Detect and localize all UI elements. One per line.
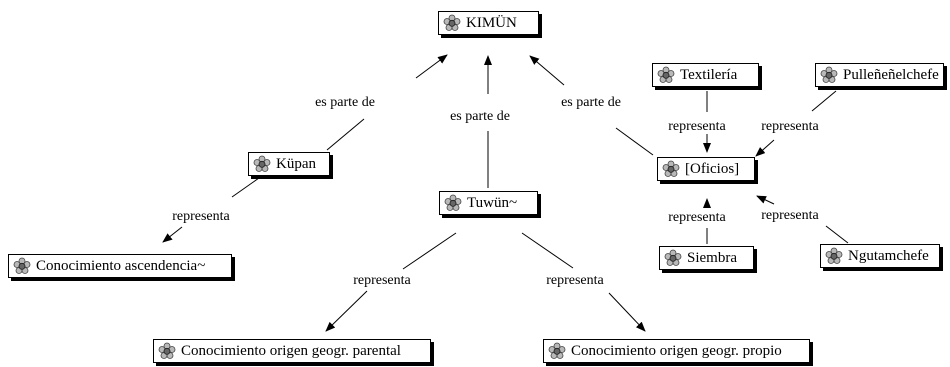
- node-oficios[interactable]: [Oficios]: [657, 157, 755, 181]
- node-kimun[interactable]: KIMÜN: [438, 11, 539, 35]
- link-kupan-ascendencia-line: [231, 177, 260, 198]
- node-kupan-label: Küpan: [276, 155, 316, 172]
- link-label-tuwun-propio: representa: [546, 273, 604, 288]
- concept-flower-icon: [13, 257, 31, 275]
- node-tuwun-label: Tuwün~: [467, 194, 518, 211]
- link-ngutamchefe-oficios-arrow: [756, 195, 775, 205]
- link-label-tuwun-parental: representa: [353, 273, 411, 288]
- link-kupan-ascendencia-arrow: [162, 226, 183, 243]
- concept-flower-icon: [253, 155, 271, 173]
- concept-flower-icon: [443, 14, 461, 32]
- link-label-ngutamchefe-oficios: representa: [761, 208, 819, 223]
- link-label-textileria-oficios: representa: [668, 119, 726, 134]
- link-pullenenelchefe-oficios-arrow: [755, 139, 775, 157]
- link-tuwun-propio-line: [521, 232, 574, 269]
- link-label-pullenenelchefe-oficios: representa: [761, 119, 819, 134]
- node-textileria-label: Textilería: [680, 66, 738, 83]
- node-ngutamchefe-label: Ngutamchefe: [848, 247, 929, 264]
- node-conocimiento-propio-label: Conocimiento origen geogr. propio: [571, 342, 782, 359]
- node-textileria[interactable]: Textilería: [652, 63, 759, 87]
- link-kupan-kimun-arrow: [415, 54, 448, 79]
- node-conocimiento-ascendencia[interactable]: Conocimiento ascendencia~: [8, 254, 232, 278]
- link-tuwun-parental-arrow: [325, 290, 368, 332]
- node-conocimiento-propio[interactable]: Conocimiento origen geogr. propio: [543, 339, 810, 363]
- link-oficios-kimun-line: [615, 127, 654, 156]
- link-label-siembra-oficios: representa: [668, 210, 726, 225]
- link-tuwun-propio-arrow: [608, 292, 646, 332]
- node-siembra[interactable]: Siembra: [659, 246, 754, 270]
- link-ngutamchefe-oficios-line: [825, 225, 849, 244]
- link-label-tuwun-kimun: es parte de: [450, 109, 510, 124]
- node-tuwun[interactable]: Tuwün~: [439, 191, 538, 215]
- concept-flower-icon: [662, 160, 680, 178]
- node-kimun-label: KIMÜN: [466, 14, 517, 31]
- concept-flower-icon: [664, 249, 682, 267]
- link-tuwun-parental-line: [402, 232, 457, 270]
- node-siembra-label: Siembra: [687, 249, 737, 266]
- link-label-oficios-kimun: es parte de: [561, 95, 621, 110]
- node-oficios-label: [Oficios]: [685, 160, 740, 177]
- concept-flower-icon: [820, 66, 838, 84]
- node-conocimiento-parental-label: Conocimiento origen geogr. parental: [181, 342, 401, 359]
- concept-flower-icon: [825, 247, 843, 265]
- link-label-kupan-ascendencia: representa: [172, 209, 230, 224]
- node-pullenenelchefe-label: Pulleñeñelchefe: [843, 66, 939, 83]
- link-kupan-kimun-line: [326, 118, 365, 151]
- concept-flower-icon: [657, 66, 675, 84]
- concept-flower-icon: [548, 342, 566, 360]
- link-pullenenelchefe-oficios-line: [811, 90, 837, 112]
- node-kupan[interactable]: Küpan: [248, 152, 330, 176]
- concept-flower-icon: [158, 342, 176, 360]
- node-ngutamchefe[interactable]: Ngutamchefe: [820, 244, 940, 268]
- node-pullenenelchefe[interactable]: Pulleñeñelchefe: [815, 63, 944, 87]
- node-conocimiento-ascendencia-label: Conocimiento ascendencia~: [36, 257, 206, 274]
- link-oficios-kimun-arrow: [529, 55, 565, 86]
- node-conocimiento-parental[interactable]: Conocimiento origen geogr. parental: [153, 339, 431, 363]
- link-label-kupan-kimun: es parte de: [315, 95, 375, 110]
- concept-flower-icon: [444, 194, 462, 212]
